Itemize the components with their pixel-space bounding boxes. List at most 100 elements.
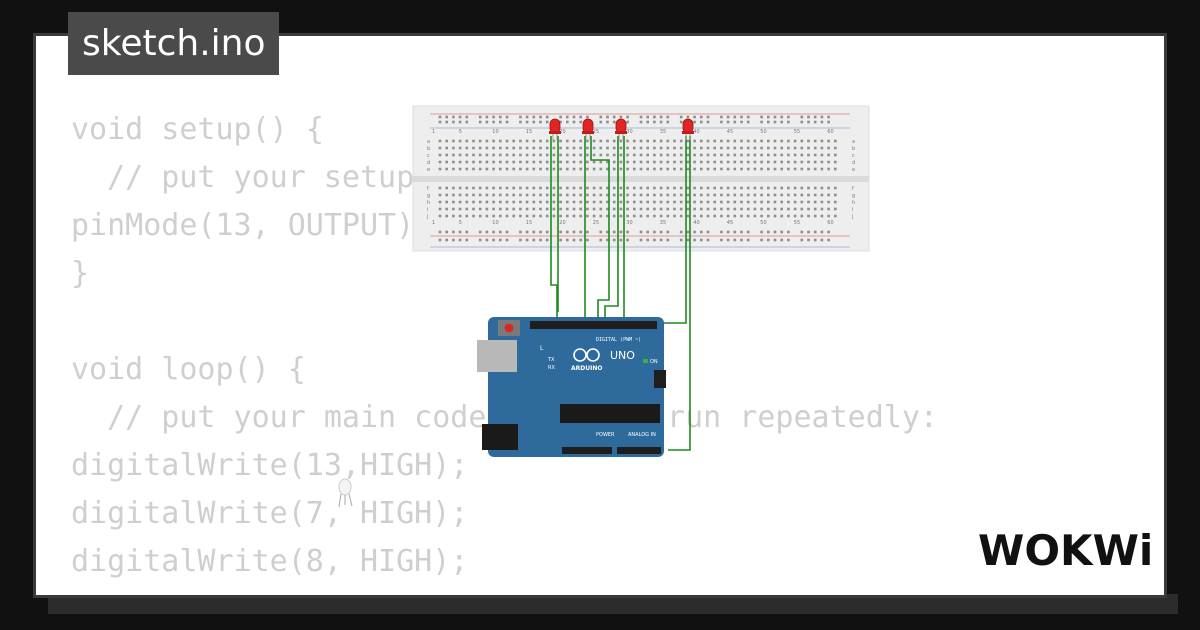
breadboard-hole xyxy=(452,160,455,164)
breadboard-hole xyxy=(438,139,442,143)
led-group xyxy=(549,118,694,140)
red-led[interactable] xyxy=(615,118,627,140)
breadboard-hole xyxy=(633,193,636,197)
breadboard-hole xyxy=(438,160,442,164)
red-led[interactable] xyxy=(549,118,561,140)
breadboard-rail-hole xyxy=(532,238,536,242)
breadboard-hole xyxy=(566,160,569,164)
breadboard-hole xyxy=(773,160,777,164)
breadboard-rail-hole xyxy=(686,238,690,242)
breadboard-hole xyxy=(700,167,703,171)
jumper-wire xyxy=(550,136,558,323)
code-line: void loop() { xyxy=(71,352,306,387)
breadboard-hole xyxy=(639,167,643,171)
breadboard-hole xyxy=(452,214,455,218)
breadboard-hole xyxy=(746,186,750,190)
breadboard-hole xyxy=(512,186,515,190)
breadboard-hole xyxy=(800,153,804,157)
breadboard-hole xyxy=(700,153,703,157)
breadboard-rail-hole xyxy=(700,120,703,124)
breadboard-hole xyxy=(733,200,737,204)
jumper-wire xyxy=(590,136,610,323)
breadboard-hole xyxy=(492,207,495,211)
breadboard-hole xyxy=(646,146,649,150)
breadboard-rail-hole xyxy=(746,230,750,234)
breadboard-hole xyxy=(452,200,455,204)
breadboard-hole xyxy=(700,139,703,143)
breadboard-hole xyxy=(592,139,596,143)
breadboard-hole xyxy=(720,153,723,157)
breadboard-hole xyxy=(746,153,750,157)
breadboard-rail-hole xyxy=(653,120,656,124)
breadboard-rail-hole xyxy=(599,238,603,242)
breadboard-hole xyxy=(653,207,656,211)
breadboard-hole xyxy=(505,186,509,190)
breadboard-rail-hole xyxy=(499,115,502,119)
breadboard-hole xyxy=(639,186,643,190)
breadboard-rail-hole xyxy=(438,238,442,242)
code-line: pinMode(13, OUTPUT); xyxy=(71,208,433,243)
reset-button[interactable] xyxy=(504,323,514,333)
breadboard-hole xyxy=(693,167,696,171)
led-label-tx: TX xyxy=(547,357,555,363)
breadboard-hole xyxy=(552,193,556,197)
breadboard-hole xyxy=(807,139,810,143)
breadboard-hole xyxy=(505,200,509,204)
breadboard-hole xyxy=(445,214,448,218)
breadboard-rail-hole xyxy=(679,120,683,124)
red-led[interactable] xyxy=(682,118,694,140)
breadboard-column-number: 25 xyxy=(593,129,599,135)
breadboard-rail-hole xyxy=(619,230,623,234)
breadboard-hole xyxy=(592,186,596,190)
file-tab[interactable]: sketch.ino xyxy=(68,12,280,75)
breadboard-rail-hole xyxy=(767,115,770,119)
breadboard-hole xyxy=(512,139,515,143)
breadboard-hole xyxy=(740,160,743,164)
breadboard-row-letter: e xyxy=(852,167,855,173)
breadboard-hole xyxy=(626,200,629,204)
breadboard-column-number: 45 xyxy=(727,220,733,226)
breadboard-hole xyxy=(492,186,495,190)
breadboard-rail-hole xyxy=(539,115,542,119)
breadboard-rail-hole xyxy=(726,238,730,242)
breadboard-hole xyxy=(820,193,824,197)
breadboard-hole xyxy=(813,167,817,171)
breadboard-rail-hole xyxy=(465,115,469,119)
digital-header-label: DIGITAL (PWM ~) xyxy=(596,337,641,343)
breadboard-hole xyxy=(505,207,509,211)
breadboard-hole xyxy=(653,160,656,164)
breadboard-hole xyxy=(673,200,676,204)
breadboard-hole xyxy=(693,160,696,164)
breadboard-hole xyxy=(472,214,475,218)
breadboard-rail-hole xyxy=(820,115,824,119)
breadboard-hole xyxy=(746,160,750,164)
breadboard-hole xyxy=(465,139,469,143)
breadboard-hole xyxy=(633,214,636,218)
breadboard-rail-hole xyxy=(438,115,442,119)
breadboard-hole xyxy=(746,146,750,150)
breadboard-rail-hole xyxy=(559,230,562,234)
breadboard-rail-hole xyxy=(586,230,589,234)
breadboard-rail-hole xyxy=(438,230,442,234)
breadboard-rail-hole xyxy=(787,230,790,234)
breadboard-hole xyxy=(746,207,750,211)
breadboard-hole xyxy=(485,167,489,171)
breadboard-hole xyxy=(592,160,596,164)
breadboard-hole xyxy=(760,214,763,218)
breadboard-hole xyxy=(572,207,576,211)
breadboard-column-number: 25 xyxy=(593,220,599,226)
breadboard-hole xyxy=(653,167,656,171)
breadboard-rail-hole xyxy=(780,115,783,119)
wokwi-logo: WOKWi xyxy=(978,526,1152,575)
breadboard-hole xyxy=(646,214,649,218)
breadboard-hole xyxy=(465,193,469,197)
breadboard-hole xyxy=(706,193,710,197)
breadboard-hole xyxy=(659,153,663,157)
breadboard-rail-hole xyxy=(438,120,442,124)
breadboard-hole xyxy=(693,153,696,157)
breadboard-hole xyxy=(478,193,482,197)
breadboard-hole xyxy=(445,146,448,150)
breadboard-hole xyxy=(512,153,515,157)
breadboard-hole xyxy=(445,193,448,197)
red-led[interactable] xyxy=(582,118,594,140)
